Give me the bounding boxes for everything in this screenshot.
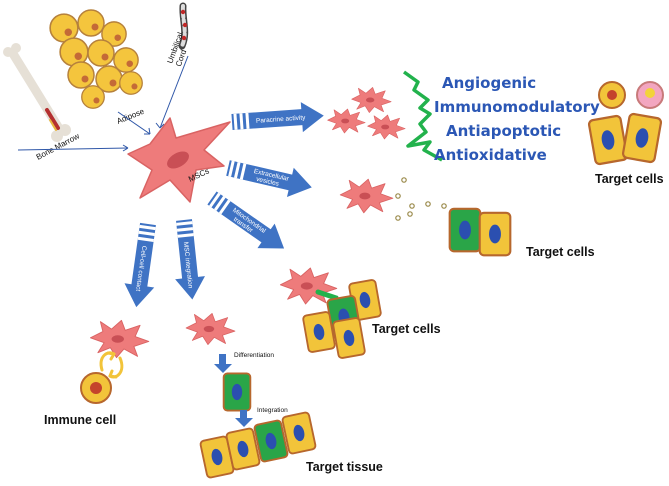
vesicles <box>395 177 447 221</box>
contact-arrows-icon <box>99 351 124 379</box>
msc-cell <box>367 114 406 140</box>
mitochondria-target-cells-label: Target cells <box>372 322 441 336</box>
effect-immunomodulatory: Immunomodulatory <box>434 98 600 116</box>
differentiation-arrow <box>214 354 232 373</box>
umbilical-cord-icon <box>178 2 189 50</box>
msc-cell <box>185 313 236 345</box>
effect-angiogenic: Angiogenic <box>442 74 536 92</box>
paracrine-arrow[interactable]: Paracrine activity <box>231 101 325 137</box>
target-tissue-cells <box>198 410 318 480</box>
immune-cell-label: Immune cell <box>44 413 116 427</box>
target-tissue-label: Target tissue <box>306 460 383 474</box>
paracrine-target-cells <box>587 81 664 166</box>
msc-cell <box>351 87 392 113</box>
paracrine-label: Paracrine activity <box>256 114 307 124</box>
differentiated-cell <box>222 372 252 412</box>
vesicle-target-cells <box>448 207 512 257</box>
mitochondrial-transfer-arrow[interactable]: Mitochondrialtransfer <box>203 186 292 261</box>
msc-cell <box>327 108 366 134</box>
paracrine-target-cells-label: Target cells <box>595 172 664 186</box>
vesicle-target-cells-label: Target cells <box>526 245 595 259</box>
immune-cell-icon <box>80 372 112 404</box>
msc-integration-arrow[interactable]: MSC integration <box>169 218 207 301</box>
msc-cell <box>339 178 394 214</box>
bone-marrow-icon <box>3 43 71 142</box>
msc-cell <box>89 319 150 359</box>
effect-antiapoptotic: Antiapoptotic <box>446 122 561 140</box>
adipose-tissue-icon <box>49 9 143 109</box>
integration-arrow <box>235 410 253 427</box>
cell-cell-contact-arrow[interactable]: Cell-cell contact <box>121 222 162 309</box>
umbilical-cord-label: UmbilicalCord <box>165 31 193 68</box>
effect-antioxidative: Antioxidative <box>434 146 547 164</box>
source-arrows <box>17 55 189 152</box>
adipose-label: Adipose <box>115 106 146 125</box>
msc-cell <box>127 117 231 203</box>
extracellular-vesicles-arrow[interactable]: Extracellularvesicles <box>225 153 316 202</box>
msc-integration-label: MSC integration <box>182 242 194 289</box>
integration-label: Integration <box>257 407 288 414</box>
msc-cell <box>279 267 338 305</box>
differentiation-label: Differentiation <box>234 352 274 359</box>
effects-brace <box>402 70 443 162</box>
